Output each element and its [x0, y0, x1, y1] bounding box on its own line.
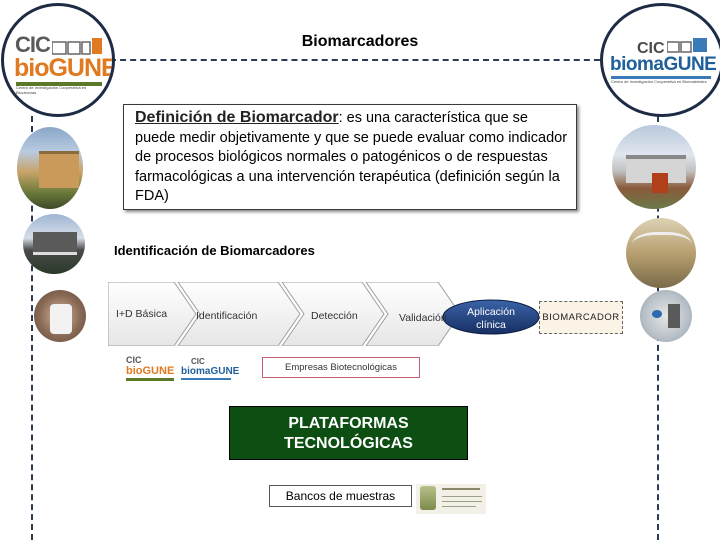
logo-left-graphic	[52, 38, 102, 55]
building-photo-1	[17, 127, 83, 209]
chevron-validacion	[365, 282, 461, 346]
logo-left-name: bioGUNE	[14, 54, 115, 82]
logo-right-graphic	[667, 38, 707, 53]
small-biogune-logo: CIC bioGUNE	[126, 355, 174, 383]
lab-photo-2	[640, 290, 692, 342]
plataformas-line2: TECNOLÓGICAS	[284, 435, 413, 452]
identification-title: Identificación de Biomarcadores	[114, 243, 315, 258]
biomarcador-box: BIOMARCADOR	[539, 301, 623, 334]
plataformas-line1: PLATAFORMAS	[288, 415, 409, 432]
logo-right-stripe	[611, 76, 711, 79]
building-photo-3	[612, 125, 696, 209]
logo-right-cic: CIC	[637, 40, 665, 57]
page-title: Biomarcadores	[301, 33, 419, 50]
definition-box: Definición de Biomarcador: es una caract…	[123, 104, 577, 210]
plataformas-box: PLATAFORMAS TECNOLÓGICAS	[229, 406, 468, 460]
lab-photo-1	[34, 290, 86, 342]
empresas-box: Empresas Biotecnológicas	[262, 357, 420, 378]
chevron-deteccion	[281, 282, 385, 346]
cic-biomagune-logo: CIC biomaGUNE Centro de Investigación Co…	[600, 3, 720, 117]
biobank-logo	[416, 484, 486, 514]
pipeline-arrows	[108, 282, 540, 346]
definition-term: Definición de Biomarcador	[135, 109, 339, 126]
cic-biogune-logo: CIC bioGUNE Centro de Investigación Coop…	[1, 3, 115, 117]
bancos-box: Bancos de muestras	[269, 485, 412, 507]
definition-text: : es una característica que se puede med…	[135, 110, 568, 204]
header-divider	[110, 59, 610, 61]
logo-left-stripe	[16, 82, 102, 86]
step-deteccion: Detección	[311, 310, 358, 322]
building-photo-2	[23, 214, 85, 274]
step-identificacion: Identificación	[196, 310, 258, 322]
chevron-id-basica	[108, 282, 197, 346]
chevron-identificacion	[177, 282, 301, 346]
left-divider	[31, 116, 33, 540]
step-validacion: Validación	[399, 312, 447, 324]
logo-left-cic: CIC	[15, 32, 51, 57]
application-label: Aplicación clínica	[467, 306, 515, 331]
logo-right-tagline: Centro de Investigación Cooperativa en B…	[611, 79, 707, 84]
step-id-basica: I+D Básica	[116, 308, 168, 320]
logo-right-name: biomaGUNE	[610, 54, 717, 75]
building-photo-4	[626, 218, 696, 288]
logo-left-tagline: Centro de Investigación Cooperativa en B…	[16, 85, 87, 95]
small-biomagune-logo: CIC biomaGUNE	[181, 357, 239, 383]
